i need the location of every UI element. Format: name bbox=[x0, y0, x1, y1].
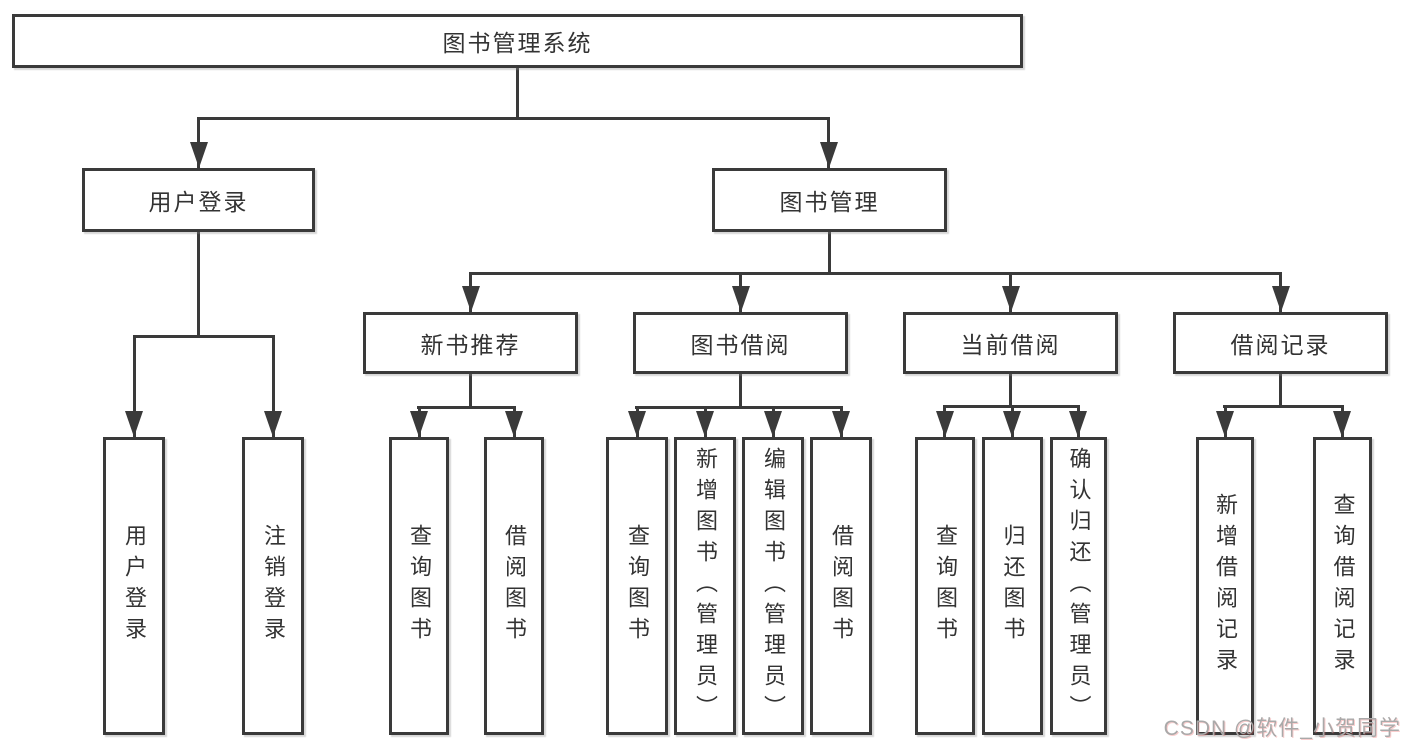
connector-drop-leaf-user-login bbox=[133, 335, 136, 437]
leaf-logout: 注销登录 bbox=[242, 437, 304, 735]
arrowhead-down-icon bbox=[936, 411, 954, 437]
node-book-management: 图书管理 bbox=[712, 168, 947, 232]
leaf-query-books-borrow: 查询图书 bbox=[606, 437, 668, 735]
arrowhead-down-icon bbox=[505, 411, 523, 437]
connector-book-management-stem bbox=[828, 230, 831, 272]
arrowhead-down-icon bbox=[1272, 286, 1290, 312]
leaf-borrow-books-label: 借阅图书 bbox=[829, 524, 854, 648]
leaf-query-books-recommend-label: 查询图书 bbox=[407, 524, 432, 648]
leaf-edit-books-admin: 编辑图书（管理员） bbox=[742, 437, 804, 735]
connector-book-borrowing-hbar bbox=[635, 406, 842, 409]
node-current-borrowing: 当前借阅 bbox=[903, 312, 1118, 374]
connector-borrowing-records-hbar bbox=[1223, 405, 1344, 408]
node-library-system-label: 图书管理系统 bbox=[442, 30, 593, 56]
leaf-borrow-books-recommend-label: 借阅图书 bbox=[502, 524, 527, 648]
leaf-user-login: 用户登录 bbox=[103, 437, 165, 735]
leaf-return-books: 归还图书 bbox=[982, 437, 1043, 735]
arrowhead-down-icon bbox=[462, 286, 480, 312]
leaf-return-books-label: 归还图书 bbox=[1000, 524, 1026, 648]
leaf-confirm-return-admin-label: 确认归还（管理员） bbox=[1066, 446, 1092, 726]
node-new-book-recommendation-label: 新书推荐 bbox=[420, 332, 521, 358]
arrowhead-down-icon bbox=[832, 411, 850, 437]
node-library-system: 图书管理系统 bbox=[12, 14, 1023, 68]
leaf-query-borrow-record: 查询借阅记录 bbox=[1313, 437, 1372, 735]
arrowhead-down-icon bbox=[410, 411, 428, 437]
arrowhead-down-icon bbox=[264, 411, 282, 437]
node-current-borrowing-label: 当前借阅 bbox=[960, 332, 1061, 358]
connector-root-stem bbox=[516, 66, 519, 117]
leaf-query-borrow-record-label: 查询借阅记录 bbox=[1330, 493, 1356, 679]
leaf-query-books-current: 查询图书 bbox=[915, 437, 975, 735]
arrowhead-down-icon bbox=[696, 411, 714, 437]
leaf-add-books-admin: 新增图书（管理员） bbox=[674, 437, 736, 735]
leaf-add-borrow-record-label: 新增借阅记录 bbox=[1213, 493, 1238, 679]
arrowhead-down-icon bbox=[1003, 411, 1021, 437]
connector-new-book-recommendation-stem bbox=[469, 372, 472, 406]
arrowhead-down-icon bbox=[1216, 411, 1234, 437]
leaf-confirm-return-admin: 确认归还（管理员） bbox=[1050, 437, 1107, 735]
csdn-watermark: CSDN @软件_小贺同学 bbox=[1163, 717, 1401, 740]
leaf-borrow-books-recommend: 借阅图书 bbox=[484, 437, 544, 735]
connector-user-login-stem bbox=[197, 230, 200, 335]
arrowhead-down-icon bbox=[1333, 411, 1351, 437]
arrowhead-down-icon bbox=[1069, 411, 1087, 437]
node-book-management-label: 图书管理 bbox=[779, 189, 880, 215]
arrowhead-down-icon bbox=[732, 286, 750, 312]
connector-drop-leaf-logout bbox=[272, 335, 275, 437]
arrowhead-down-icon bbox=[190, 142, 208, 168]
arrowhead-down-icon bbox=[820, 142, 838, 168]
connector-book-management-hbar bbox=[469, 272, 1282, 275]
connector-borrowing-records-stem bbox=[1279, 372, 1282, 405]
leaf-user-login-label: 用户登录 bbox=[122, 524, 147, 648]
connector-new-book-recommendation-hbar bbox=[417, 406, 516, 409]
leaf-query-books-recommend: 查询图书 bbox=[389, 437, 449, 735]
node-borrowing-records-label: 借阅记录 bbox=[1230, 332, 1331, 358]
leaf-borrow-books: 借阅图书 bbox=[810, 437, 872, 735]
node-user-login-label: 用户登录 bbox=[148, 189, 249, 215]
leaf-query-books-borrow-label: 查询图书 bbox=[625, 524, 650, 648]
node-new-book-recommendation: 新书推荐 bbox=[363, 312, 578, 374]
connector-root-hbar bbox=[197, 117, 830, 120]
node-book-borrowing: 图书借阅 bbox=[633, 312, 848, 374]
leaf-edit-books-admin-label: 编辑图书（管理员） bbox=[761, 446, 786, 726]
node-book-borrowing-label: 图书借阅 bbox=[690, 332, 791, 358]
connector-user-login-hbar bbox=[133, 335, 275, 338]
arrowhead-down-icon bbox=[764, 411, 782, 437]
leaf-add-borrow-record: 新增借阅记录 bbox=[1196, 437, 1254, 735]
connector-current-borrowing-stem bbox=[1009, 372, 1012, 405]
arrowhead-down-icon bbox=[628, 411, 646, 437]
leaf-query-books-current-label: 查询图书 bbox=[933, 524, 958, 648]
arrowhead-down-icon bbox=[125, 411, 143, 437]
arrowhead-down-icon bbox=[1002, 286, 1020, 312]
node-borrowing-records: 借阅记录 bbox=[1173, 312, 1388, 374]
node-user-login: 用户登录 bbox=[82, 168, 315, 232]
connector-book-borrowing-stem bbox=[739, 372, 742, 406]
leaf-add-books-admin-label: 新增图书（管理员） bbox=[693, 446, 718, 726]
leaf-logout-label: 注销登录 bbox=[261, 524, 286, 648]
